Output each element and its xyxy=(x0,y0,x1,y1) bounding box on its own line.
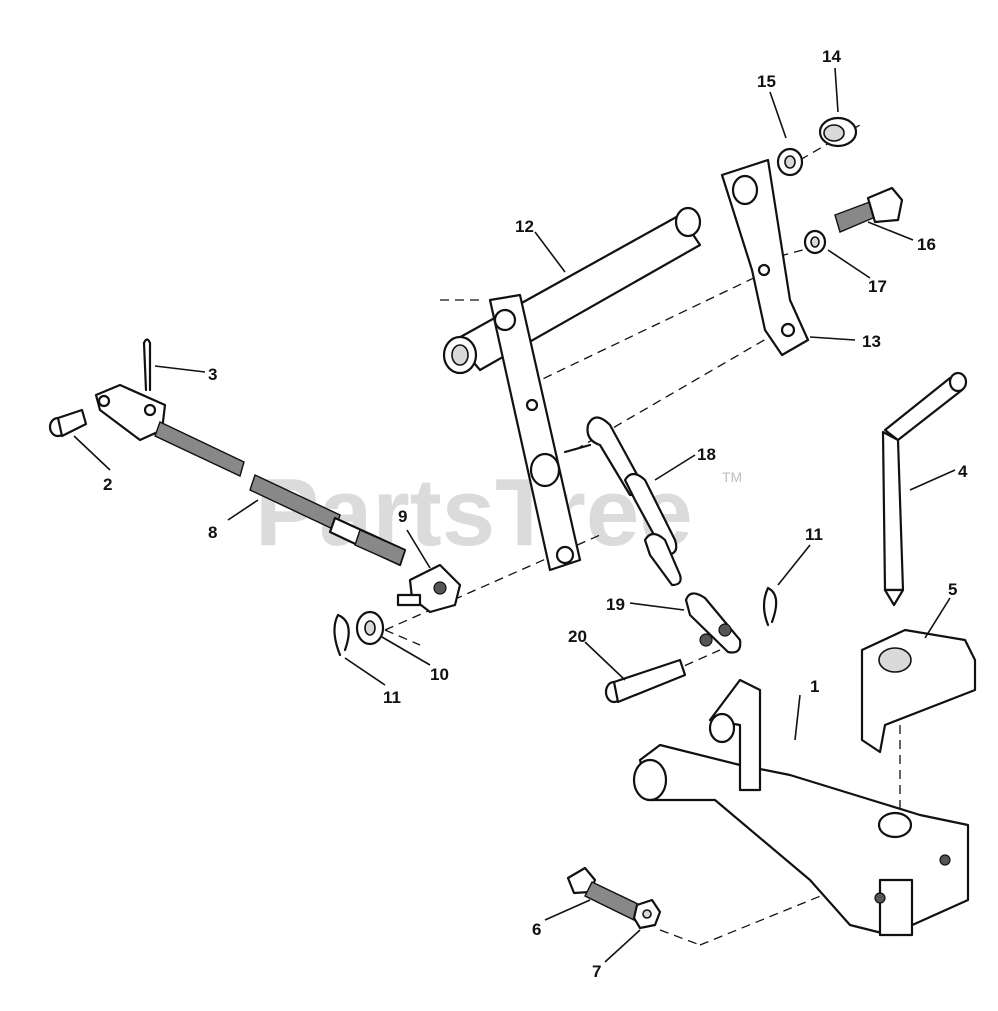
callout-11-left: 11 xyxy=(383,688,401,707)
callout-18: 18 xyxy=(697,445,716,464)
callout-10: 10 xyxy=(430,665,449,684)
callout-7: 7 xyxy=(592,962,601,981)
clevis-pin xyxy=(48,408,88,438)
washer xyxy=(355,610,385,646)
nut xyxy=(632,898,662,930)
callout-11-right: 11 xyxy=(805,525,823,544)
callout-labels: 1 2 3 4 5 6 7 8 9 10 11 11 12 13 14 15 1… xyxy=(103,47,968,981)
callout-17: 17 xyxy=(868,277,887,296)
lift-shaft xyxy=(442,206,702,572)
callout-3: 3 xyxy=(208,365,217,384)
hairpin-clip-right xyxy=(762,586,778,627)
bolt-6 xyxy=(566,866,641,921)
lock-washer xyxy=(803,229,827,255)
adjusting-rod xyxy=(94,383,407,567)
pin-20 xyxy=(604,658,687,704)
cotter-pin xyxy=(142,338,152,392)
chain-link-connector xyxy=(684,592,742,654)
retaining-ring xyxy=(776,147,804,177)
hitch-frame xyxy=(632,678,970,937)
callout-2: 2 xyxy=(103,475,112,494)
chain xyxy=(563,416,682,587)
callout-12: 12 xyxy=(515,217,534,236)
callout-15: 15 xyxy=(757,72,776,91)
bolt-16 xyxy=(834,186,904,233)
callout-20: 20 xyxy=(568,627,587,646)
trunnion xyxy=(396,563,462,614)
callout-9: 9 xyxy=(398,507,407,526)
bushing xyxy=(818,116,858,148)
callout-19: 19 xyxy=(606,595,625,614)
callout-1: 1 xyxy=(810,677,819,696)
hitch-pin xyxy=(881,371,968,607)
callout-16: 16 xyxy=(917,235,936,254)
hitch-plate xyxy=(860,628,977,754)
callout-6: 6 xyxy=(532,920,541,939)
callout-5: 5 xyxy=(948,580,957,599)
link-plate xyxy=(720,158,810,357)
callout-13: 13 xyxy=(862,332,881,351)
callout-leaders xyxy=(73,67,956,963)
callout-8: 8 xyxy=(208,523,217,542)
watermark-trademark: TM xyxy=(722,469,742,485)
hairpin-clip-left xyxy=(333,613,350,657)
callout-14: 14 xyxy=(822,47,841,66)
callout-4: 4 xyxy=(958,462,968,481)
